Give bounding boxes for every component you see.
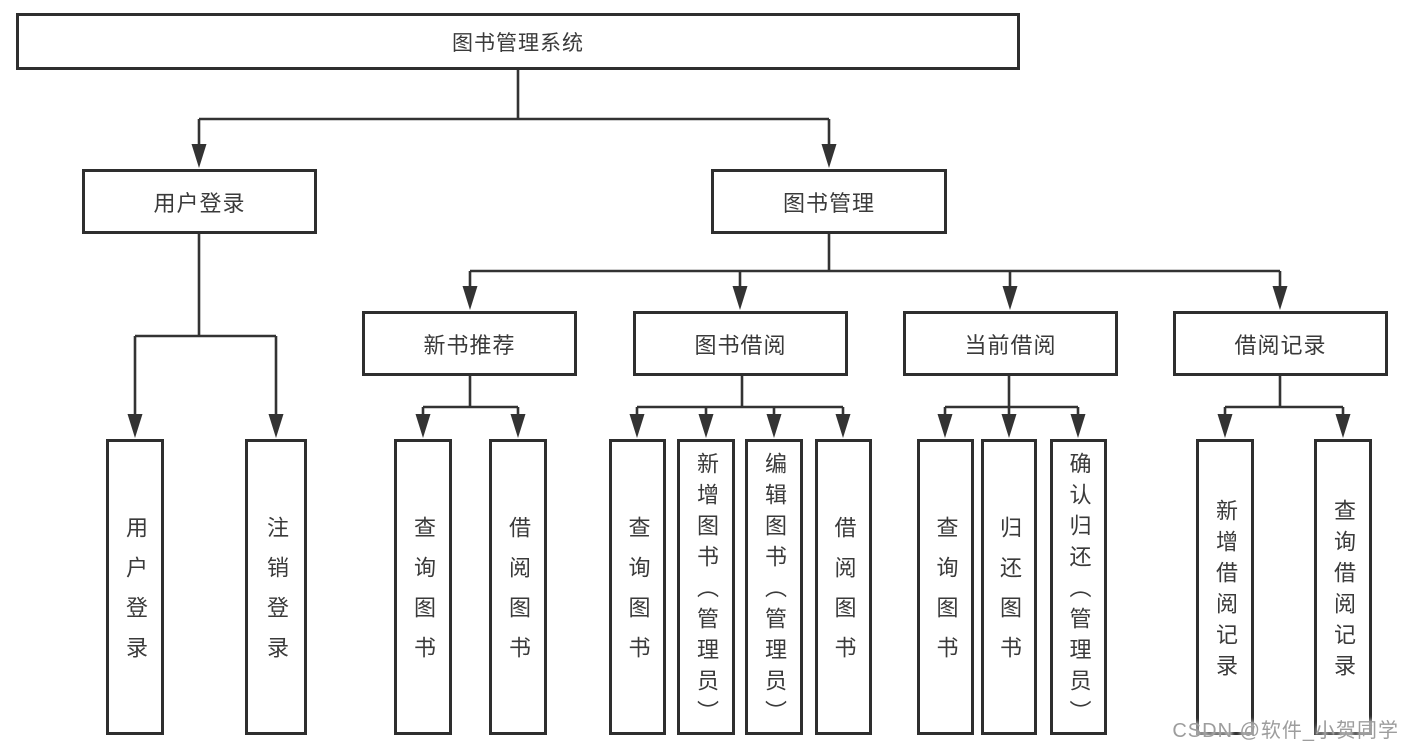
connector-user-login-children [127,234,284,438]
node-label: 查询图书 [625,516,651,676]
node-leaf-add-borrow-record: 新增借阅记录 [1196,439,1254,735]
node-book-borrowing: 图书借阅 [633,311,848,376]
connector-root-to-level2 [191,70,837,168]
node-label: 新增图书（管理员） [694,452,719,731]
node-leaf-borrow-books-newbook: 借阅图书 [489,439,547,735]
node-label: 图书管理系统 [452,31,584,55]
node-library-management-system: 图书管理系统 [16,13,1020,70]
node-label: 编辑图书（管理员） [762,452,787,731]
node-current-borrowing: 当前借阅 [903,311,1118,376]
node-leaf-query-books-newbook: 查询图书 [394,439,452,735]
node-leaf-query-books-current: 查询图书 [917,439,974,735]
connector-book-mgmt-children [462,234,1288,310]
node-book-management: 图书管理 [711,169,947,234]
node-borrowing-records: 借阅记录 [1173,311,1388,376]
node-leaf-logout: 注销登录 [245,439,307,735]
node-label: 查询图书 [933,516,959,676]
node-label: 借阅图书 [831,516,857,676]
csdn-watermark: CSDN @软件_小贺同学 [1172,720,1399,742]
connector-new-book-children [415,376,526,438]
node-leaf-query-borrow-record: 查询借阅记录 [1314,439,1372,735]
node-label: 图书管理 [782,190,875,216]
node-leaf-edit-books-admin: 编辑图书（管理员） [745,439,803,735]
node-leaf-confirm-return-admin: 确认归还（管理员） [1050,439,1107,735]
node-new-book-recommendation: 新书推荐 [362,311,577,376]
node-label: 借阅记录 [1234,332,1327,358]
node-label: 当前借阅 [964,332,1057,358]
node-leaf-return-books: 归还图书 [981,439,1037,735]
connector-current-borrow-children [937,376,1086,438]
node-label: 确认归还（管理员） [1066,452,1092,731]
node-label: 查询图书 [411,516,436,676]
connector-borrow-record-children [1217,376,1351,438]
node-label: 用户登录 [123,516,148,676]
node-label: 注销登录 [264,516,289,676]
node-label: 新书推荐 [423,332,516,358]
node-leaf-user-login: 用户登录 [106,439,164,735]
node-leaf-query-books-borrowing: 查询图书 [609,439,666,735]
node-label: 新增借阅记录 [1213,498,1238,685]
node-label: 查询借阅记录 [1331,498,1356,685]
node-leaf-add-books-admin: 新增图书（管理员） [677,439,735,735]
node-user-login: 用户登录 [82,169,317,234]
node-label: 归还图书 [997,516,1022,676]
node-leaf-borrow-books: 借阅图书 [815,439,872,735]
node-label: 图书借阅 [694,332,787,358]
node-label: 借阅图书 [506,516,531,676]
node-label: 用户登录 [153,190,246,216]
connector-book-borrow-children [629,376,851,438]
